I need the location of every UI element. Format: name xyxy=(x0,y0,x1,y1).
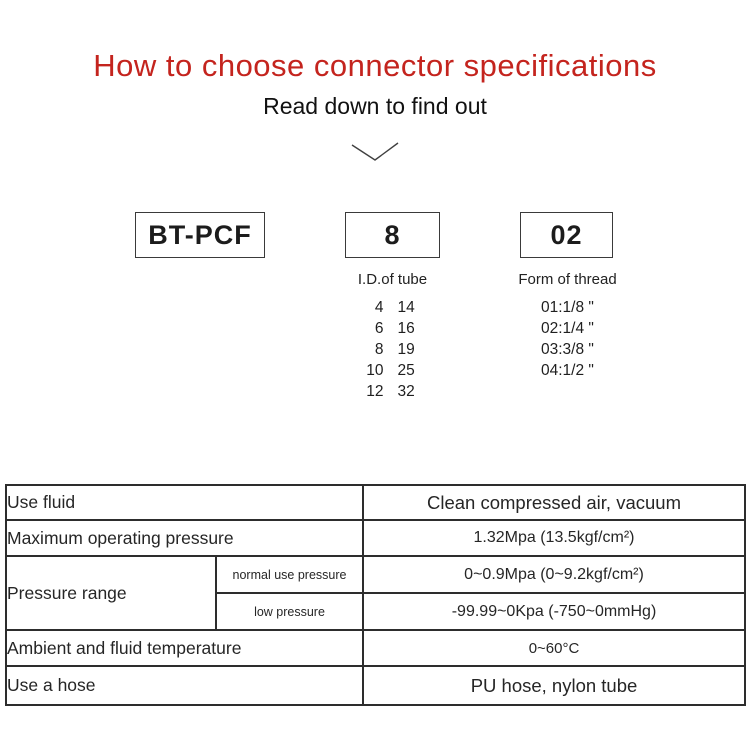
thread-form-caption: Form of thread xyxy=(518,271,617,288)
spec-sublabel-low-pressure: low pressure xyxy=(215,592,364,631)
tube-id-value: 12 xyxy=(366,383,384,400)
model-size-box: 8 xyxy=(345,212,440,258)
tube-od-value: 16 xyxy=(397,320,415,337)
spec-table: Use fluid Clean compressed air, vacuum M… xyxy=(5,484,746,706)
model-size-text: 8 xyxy=(384,219,401,250)
spec-value-low-pressure: -99.99~0Kpa (-750~0mmHg) xyxy=(362,592,746,631)
tube-od-value: 19 xyxy=(397,341,415,358)
page-subtitle: Read down to find out xyxy=(263,93,487,119)
table-row: Pressure range normal use pressure 0~0.9… xyxy=(5,555,746,631)
tube-id-value: 10 xyxy=(366,362,384,379)
tube-od-value: 25 xyxy=(397,362,415,379)
chevron-down-icon xyxy=(351,142,399,161)
tube-id-value: 6 xyxy=(374,320,384,337)
tube-id-row: 12 32 xyxy=(345,381,440,402)
tube-id-value: 8 xyxy=(374,341,384,358)
spec-label-hose: Use a hose xyxy=(5,665,364,706)
thread-option: 03:3/8 " xyxy=(541,341,594,358)
tube-od-value: 32 xyxy=(397,383,415,400)
table-row: Use a hose PU hose, nylon tube xyxy=(5,665,746,706)
spec-label-max-pressure: Maximum operating pressure xyxy=(5,519,364,557)
tube-id-value: 4 xyxy=(374,299,384,316)
tube-id-row: 6 16 xyxy=(345,318,440,339)
spec-label-use-fluid: Use fluid xyxy=(5,484,364,521)
model-prefix-box: BT-PCF xyxy=(135,212,265,258)
thread-option: 02:1/4 " xyxy=(541,320,594,337)
spec-sublabel-normal-pressure: normal use pressure xyxy=(215,555,364,594)
thread-option: 04:1/2 " xyxy=(541,362,594,379)
table-row: Ambient and fluid temperature 0~60°C xyxy=(5,629,746,667)
tube-id-row: 10 25 xyxy=(345,360,440,381)
spec-label-temperature: Ambient and fluid temperature xyxy=(5,629,364,667)
spec-value-use-fluid: Clean compressed air, vacuum xyxy=(362,484,746,521)
thread-option: 01:1/8 " xyxy=(541,299,594,316)
table-row: Maximum operating pressure 1.32Mpa (13.5… xyxy=(5,519,746,557)
spec-value-normal-pressure: 0~0.9Mpa (0~9.2kgf/cm²) xyxy=(362,555,746,594)
thread-form-list: 01:1/8 " 02:1/4 " 03:3/8 " 04:1/2 " xyxy=(541,297,594,381)
spec-value-hose: PU hose, nylon tube xyxy=(362,665,746,706)
tube-id-list: 4 14 6 16 8 19 10 25 12 32 xyxy=(345,297,440,402)
spec-value-max-pressure: 1.32Mpa (13.5kgf/cm²) xyxy=(362,519,746,557)
tube-id-caption: I.D.of tube xyxy=(357,271,428,288)
model-thread-box: 02 xyxy=(520,212,613,258)
tube-id-row: 8 19 xyxy=(345,339,440,360)
model-thread-text: 02 xyxy=(550,219,583,250)
page-title: How to choose connector specifications xyxy=(93,48,657,83)
spec-label-pressure-range: Pressure range xyxy=(5,555,217,631)
tube-id-row: 4 14 xyxy=(345,297,440,318)
model-prefix-text: BT-PCF xyxy=(148,219,252,250)
tube-od-value: 14 xyxy=(397,299,415,316)
spec-value-temperature: 0~60°C xyxy=(362,629,746,667)
table-row: low pressure -99.99~0Kpa (-750~0mmHg) xyxy=(6,592,746,631)
table-row: Use fluid Clean compressed air, vacuum xyxy=(5,484,746,521)
